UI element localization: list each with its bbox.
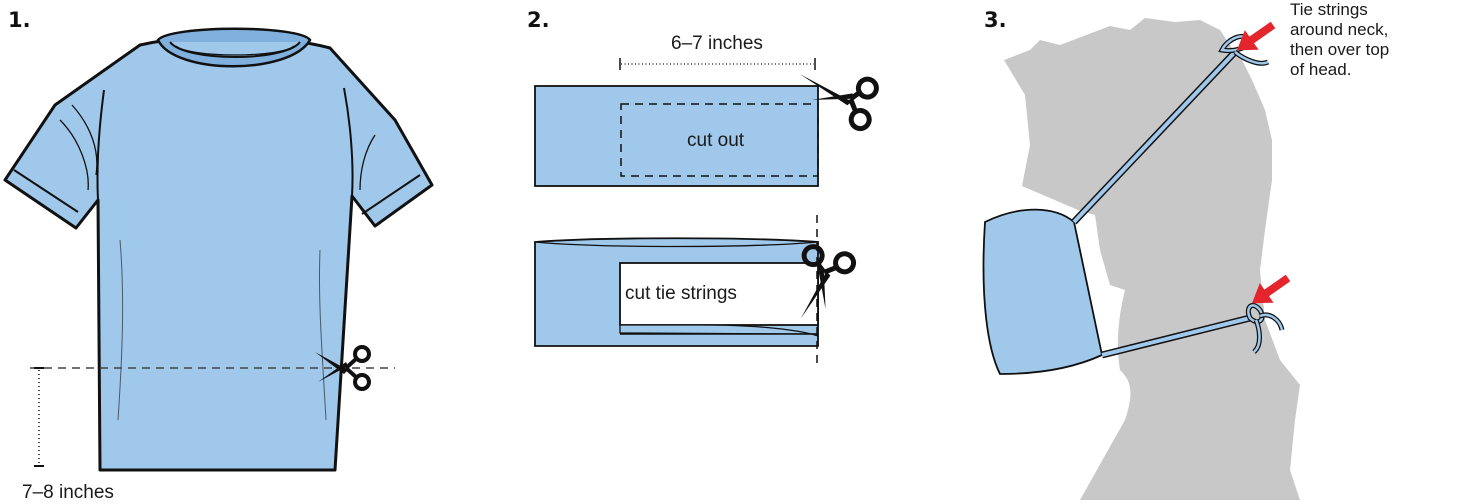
note-line-2: around neck,: [1290, 20, 1389, 39]
head-silhouette-icon: [1004, 18, 1300, 500]
tie-instruction-note: Tie strings around neck, then over top o…: [1290, 0, 1389, 80]
step-1-panel: 1. 7–8 inch: [0, 0, 440, 504]
measure-label-1: 7–8 inches: [22, 482, 114, 503]
mask-icon: [982, 33, 1285, 375]
note-line-4: of head.: [1290, 60, 1352, 79]
scissors-icon: [800, 74, 879, 132]
note-line-3: then over top: [1290, 40, 1390, 59]
cut-tie-strings-label: cut tie strings: [625, 283, 737, 304]
scissors-icon: [800, 244, 857, 319]
tshirt-icon: [3, 27, 434, 472]
fabric-diagram: [534, 58, 819, 368]
arrow-icon: [1236, 21, 1276, 51]
scissors-icon: [315, 345, 371, 391]
arrow-icon: [1251, 274, 1291, 304]
cut-out-label: cut out: [687, 130, 745, 151]
step-1-number: 1.: [8, 8, 31, 32]
measure-label-2: 6–7 inches: [671, 33, 763, 54]
note-line-1: Tie strings: [1290, 0, 1368, 19]
step-2-number: 2.: [527, 8, 550, 32]
step-2-panel: 2.: [500, 0, 920, 504]
step-3-panel: 3. Tie strings around n: [960, 0, 1467, 504]
step-3-number: 3.: [984, 8, 1007, 32]
